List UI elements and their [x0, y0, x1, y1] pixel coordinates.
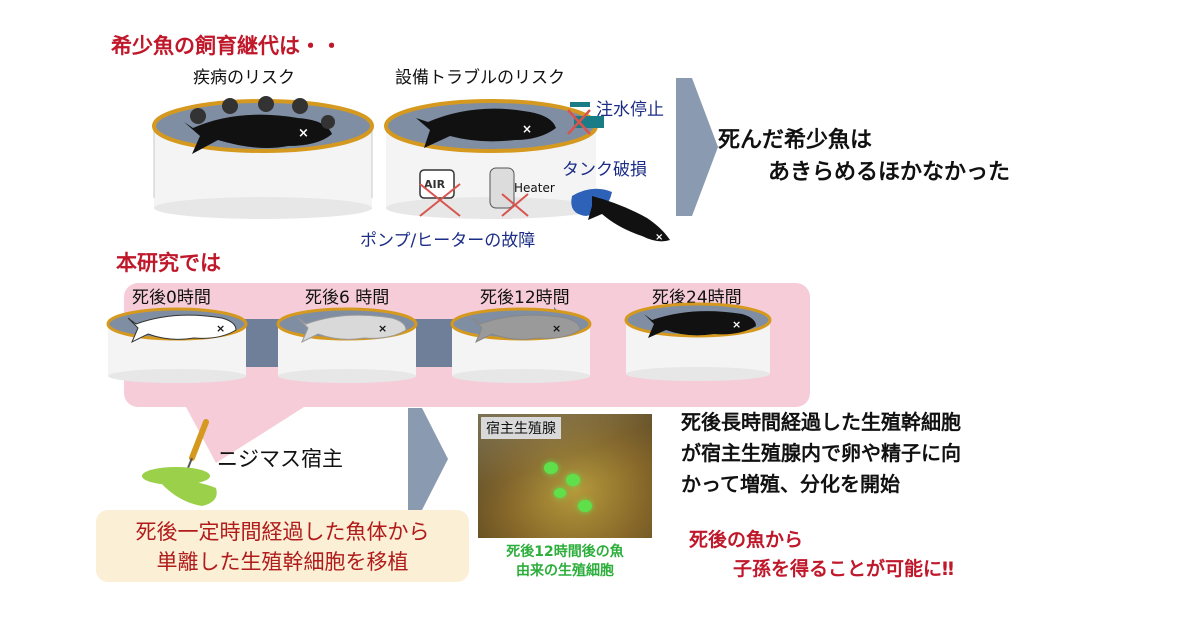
gonad-label: 宿主生殖腺 [481, 417, 561, 439]
disease-tank-illustration: × [152, 96, 374, 219]
arrow-right-icon-2 [408, 408, 448, 510]
svg-text:×: × [216, 322, 225, 335]
svg-text:×: × [552, 322, 561, 335]
spilled-fish-icon: × [571, 188, 670, 243]
conclusion-line-2: 子孫を得ることが可能に‼ [733, 558, 954, 580]
tank-12h: × [450, 307, 592, 383]
tank-label-12h: 死後12時間 [480, 288, 570, 308]
virus-icons [190, 96, 335, 129]
transplant-box: 死後一定時間経過した魚体から 単離した生殖幹細胞を移植 [96, 510, 469, 582]
tank-label-24h: 死後24時間 [652, 288, 742, 308]
gonad-caption: 死後12時間後の魚 由来の生殖細胞 [482, 543, 648, 581]
valve-icon [567, 102, 604, 135]
tank-24h: × [624, 302, 772, 381]
conclusion-line-1: 死後の魚から [689, 529, 804, 551]
tank-6h: × [276, 307, 418, 383]
water-stop-label: 注水停止 [596, 100, 664, 120]
host-label: ニジマス宿主 [217, 447, 343, 471]
svg-text:×: × [655, 232, 663, 243]
pump-heater-failure-label: ポンプ/ヒーターの故障 [360, 231, 536, 251]
study-result-line-1: 死後長時間経過した生殖幹細胞 [681, 410, 961, 434]
gonad-image: 宿主生殖腺 [478, 414, 652, 538]
svg-text:×: × [298, 126, 309, 141]
study-result-line-2: が宿主生殖腺内で卵や精子に向 [681, 441, 961, 465]
tank-label-6h: 死後6 時間 [305, 288, 390, 308]
air-text: AIR [424, 178, 446, 191]
transplant-line-1: 死後一定時間経過した魚体から [135, 520, 430, 544]
study-title: 本研究では [116, 251, 221, 275]
study-result-line-3: かって増殖、分化を開始 [681, 472, 900, 496]
germ-cell-dot [554, 488, 566, 498]
result-line-1: 死んだ希少魚は [718, 128, 873, 153]
arrow-right-icon [676, 78, 718, 216]
svg-text:×: × [378, 322, 387, 335]
tank-break-label: タンク破損 [562, 160, 647, 180]
equipment-risk-label: 設備トラブルのリスク [395, 68, 565, 88]
trout-host-icon [142, 419, 217, 506]
gonad-caption-line-1: 死後12時間後の魚 [506, 544, 624, 560]
germ-cell-dot [566, 474, 580, 486]
germ-cell-dot [544, 462, 558, 474]
transplant-line-2: 単離した生殖幹細胞を移植 [156, 550, 409, 574]
germ-cell-dot [578, 500, 592, 512]
gonad-caption-line-2: 由来の生殖細胞 [516, 563, 614, 579]
tank-0h: × [106, 307, 248, 383]
disease-risk-label: 疾病のリスク [193, 68, 295, 88]
result-line-2: あきらめるほかなかった [768, 160, 1011, 185]
study-result: 死後長時間経過した生殖幹細胞 が宿主生殖腺内で卵や精子に向 かって増殖、分化を開… [681, 407, 961, 500]
svg-text:×: × [732, 318, 741, 331]
equipment-tank-illustration: × AIR Heater [384, 99, 598, 219]
risk-title: 希少魚の飼育継代は・・ [111, 34, 342, 58]
dead-fish-icon: × [184, 114, 332, 154]
heater-text: Heater [514, 181, 555, 195]
svg-text:×: × [522, 122, 532, 136]
tank-label-0h: 死後0時間 [132, 288, 211, 308]
